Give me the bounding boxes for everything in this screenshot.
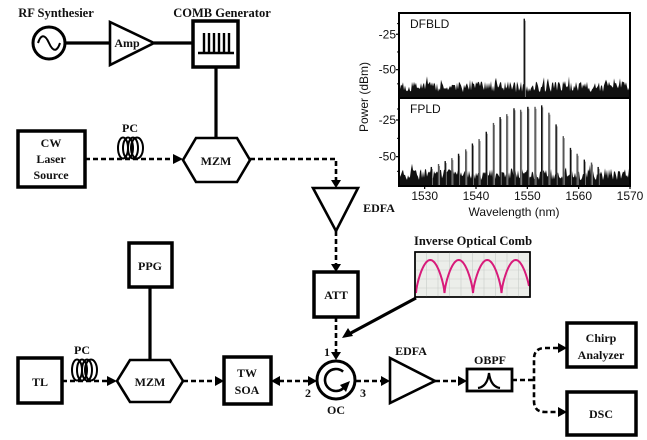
cw-laser-line-1: CW [41, 136, 62, 150]
polarization-controller-icon [117, 136, 144, 160]
tw-soa-line-1: TW [237, 366, 257, 380]
injection-arrow-line [348, 296, 417, 336]
arrowhead-icon [342, 328, 353, 338]
tw-soa-block: TW SOA [222, 355, 273, 406]
fpld-panel-label: FPLD [410, 102, 441, 116]
dsc-block: DSC [565, 390, 638, 437]
tw-soa-line-2: SOA [235, 383, 260, 397]
circulator-icon [323, 367, 350, 393]
bandpass-filter-icon [477, 372, 501, 390]
arrowhead-icon [173, 154, 183, 164]
mzm-top-block: MZM [181, 136, 252, 184]
dfbld-noise-trace [399, 76, 630, 98]
rf-synthesizer-label: RF Synthesier [18, 6, 94, 20]
y-tick-label: -25 [379, 113, 397, 127]
x-axis-label: Wavelength (nm) [469, 205, 560, 219]
arrowhead-icon [381, 376, 390, 386]
amp-label: Amp [114, 36, 140, 50]
arrowhead-icon [331, 180, 341, 188]
fpld-panel: -25 -50 FPLD [379, 97, 631, 187]
y-tick-label: -25 [379, 27, 397, 41]
cw-laser-line-2: Laser [36, 152, 66, 166]
optical-circulator [315, 359, 357, 401]
dsc-label: DSC [589, 407, 613, 421]
pc-bottom-label: PC [74, 343, 90, 357]
edfa-bottom-amplifier-icon [388, 355, 438, 406]
comb-generator-label: COMB Generator [173, 6, 271, 20]
dfbld-panel-label: DFBLD [410, 17, 450, 31]
chirp-analyzer-line-2: Analyzer [578, 348, 625, 362]
obpf-block [465, 367, 514, 393]
amplifier-icon [108, 19, 157, 68]
arrowhead-icon [558, 343, 567, 353]
polarization-controller-icon [71, 358, 98, 382]
x-tick-label: 1530 [411, 189, 438, 203]
mzm-top-label: MZM [201, 154, 232, 168]
ppg-label: PPG [138, 259, 162, 273]
ppg-block: PPG [127, 241, 174, 289]
inverse-comb-scope-inset [414, 251, 531, 298]
optical-fiber [250, 157, 338, 180]
obpf-label: OBPF [474, 353, 506, 367]
y-tick-label: -50 [379, 150, 397, 164]
tl-label: TL [32, 375, 48, 389]
cw-laser-source-block: CW Laser Source [16, 129, 87, 189]
x-tick-label: 1570 [617, 189, 644, 203]
arrowhead-icon [215, 376, 224, 386]
circulator-port-2: 2 [305, 386, 311, 400]
circulator-port-3: 3 [360, 386, 366, 400]
comb-icon [198, 33, 234, 55]
arrowhead-icon [331, 264, 341, 272]
circulator-port-1: 1 [324, 345, 330, 359]
att-label: ATT [324, 288, 348, 302]
x-tick-label: 1550 [514, 189, 541, 203]
sine-source-icon [31, 25, 67, 61]
inverse-comb-waveform [415, 259, 530, 294]
edfa-top-amplifier-icon [310, 186, 361, 234]
chirp-analyzer-block: Chirp Analyzer [565, 321, 638, 369]
arrowhead-icon [458, 376, 467, 386]
x-tick-label: 1540 [463, 189, 490, 203]
y-axis-label: Power (dBm) [357, 62, 371, 132]
mzm-bottom-block: MZM [115, 358, 185, 404]
arrowhead-icon [107, 376, 117, 386]
inverse-comb-label: Inverse Optical Comb [414, 234, 532, 248]
arrowhead-icon [271, 376, 280, 386]
x-tick-label: 1560 [565, 189, 592, 203]
fpld-frame [398, 97, 631, 187]
y-tick-label: -50 [379, 63, 397, 77]
cw-laser-line-3: Source [33, 168, 69, 182]
tunable-laser-block: TL [16, 356, 64, 405]
optical-spectrum-chart: Power (dBm) Wavelength (nm) -25-50DFBLD-… [357, 12, 644, 219]
dfbld-panel: -25 -50 DFBLD [379, 12, 631, 99]
arrowhead-icon [558, 407, 567, 417]
edfa-bottom-label: EDFA [395, 344, 427, 358]
edfa-top-label: EDFA [363, 201, 395, 215]
attenuator-block: ATT [312, 270, 360, 319]
circulator-label: OC [327, 403, 345, 417]
arrowhead-icon [308, 376, 317, 386]
mzm-bottom-label: MZM [135, 375, 166, 389]
comb-generator-block [191, 19, 240, 69]
optical-fiber-splitter [532, 346, 558, 414]
arrowhead-icon [331, 352, 341, 360]
chirp-analyzer-line-1: Chirp [586, 331, 617, 345]
pc-top-label: PC [122, 121, 138, 135]
